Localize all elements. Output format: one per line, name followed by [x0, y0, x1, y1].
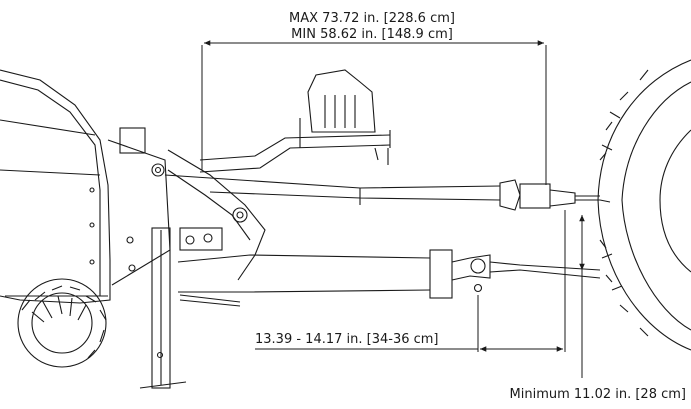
max-length-label: MAX 73.72 in. [228.6 cm] — [289, 11, 455, 26]
rotor-tines — [17, 278, 107, 368]
hitch-frame — [151, 149, 266, 281]
jack-stand — [139, 227, 187, 389]
tractor-tire — [597, 59, 691, 351]
min-height-label: Minimum 11.02 in. [28 cm] — [510, 387, 686, 402]
shield-guard — [199, 69, 391, 173]
min-length-label: MIN 58.62 in. [148.9 cm] — [291, 27, 453, 42]
hitch-range-label: 13.39 - 14.17 in. [34-36 cm] — [255, 332, 439, 347]
implement-body — [0, 69, 171, 304]
hydraulic-cylinder — [177, 249, 601, 307]
pto-driveshaft — [164, 174, 600, 211]
